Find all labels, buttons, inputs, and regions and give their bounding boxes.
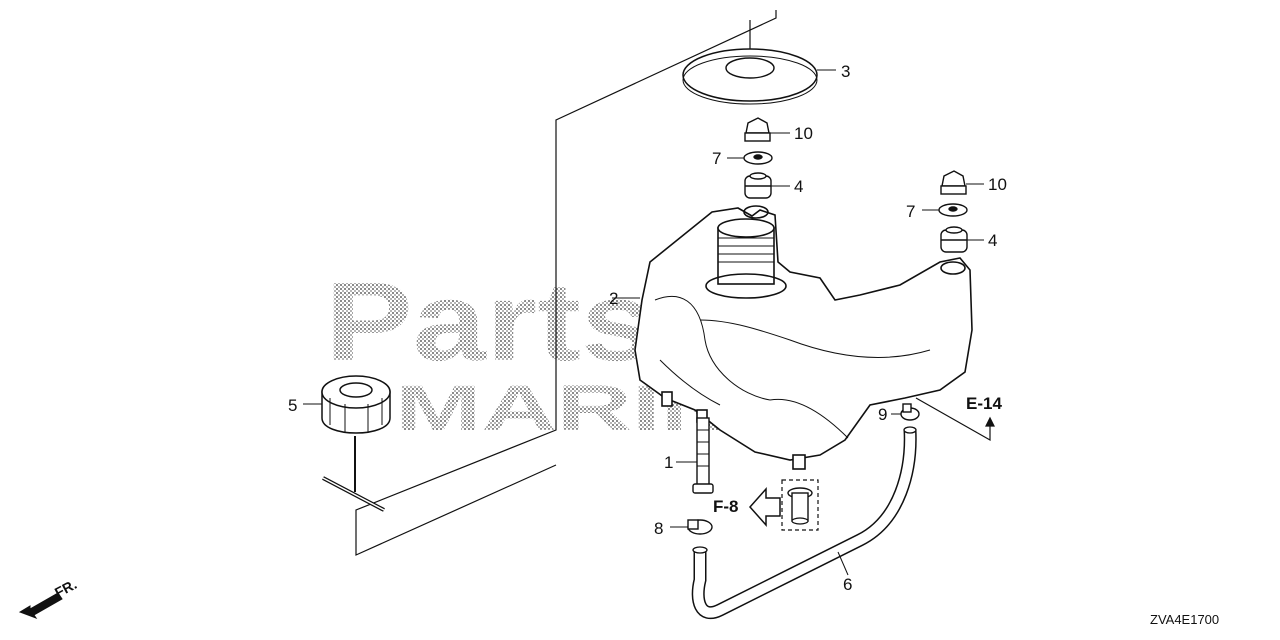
e14-leader bbox=[915, 397, 995, 442]
callout-6: 6 bbox=[843, 575, 852, 594]
bolt bbox=[676, 417, 714, 494]
callout-9: 9 bbox=[878, 405, 887, 424]
f8-reference-arrow bbox=[748, 487, 781, 527]
front-direction-arrow: FR. bbox=[18, 576, 79, 620]
callout-2: 2 bbox=[609, 289, 618, 308]
callout-5: 5 bbox=[288, 396, 297, 415]
right-mount-hardware bbox=[922, 170, 984, 253]
left-mount-hardware bbox=[727, 117, 790, 199]
fuel-tank bbox=[612, 205, 973, 470]
callout-8: 8 bbox=[654, 519, 663, 538]
e14-reference: E-14 bbox=[966, 394, 1002, 413]
callout-4-left: 4 bbox=[794, 177, 803, 196]
callout-10-left: 10 bbox=[794, 124, 813, 143]
callout-3: 3 bbox=[841, 62, 850, 81]
gasket-plate bbox=[682, 48, 836, 105]
fuel-cap bbox=[303, 375, 391, 512]
callout-1: 1 bbox=[664, 453, 673, 472]
callout-10-right: 10 bbox=[988, 175, 1007, 194]
callout-4-right: 4 bbox=[988, 231, 997, 250]
callout-7-left: 7 bbox=[712, 149, 721, 168]
hose-clip-upper bbox=[891, 403, 920, 421]
diagram-code: ZVA4E1700 bbox=[1150, 612, 1219, 627]
filter-box bbox=[781, 479, 819, 531]
hose-clip-lower bbox=[670, 519, 713, 535]
callouts: 3 10 7 4 10 7 4 2 5 9 1 8 6 bbox=[288, 62, 1007, 594]
callout-7-right: 7 bbox=[906, 202, 915, 221]
f8-reference: F-8 bbox=[713, 497, 739, 516]
fuel-hose bbox=[691, 426, 917, 619]
